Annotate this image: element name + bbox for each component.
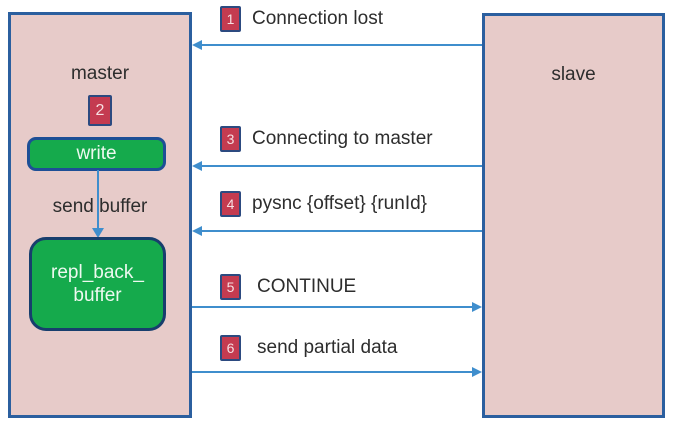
message-arrow-4-arrowhead-left-icon [192,226,202,236]
message-arrow-6-arrowhead-right-icon [472,367,482,377]
message-label-6: send partial data [257,337,398,358]
message-arrow-5-line [192,306,474,308]
step-badge-2: 2 [88,95,112,126]
message-row-5: 5 CONTINUE [220,274,356,300]
slave-node: slave [482,13,665,418]
message-arrow-5-arrowhead-right-icon [472,302,482,312]
write-node: write [27,137,166,171]
message-arrow-4-line [200,230,482,232]
message-arrow-6-line [192,371,474,373]
master-label: master [70,63,130,84]
message-arrow-1-arrowhead-left-icon [192,40,202,50]
step-badge-6: 6 [220,335,241,361]
message-arrow-3-line [200,165,482,167]
write-label: write [76,143,117,164]
step-badge-3: 3 [220,126,241,152]
repl-back-buffer-node: repl_back_ buffer [29,237,166,331]
message-label-5: CONTINUE [257,276,357,297]
message-row-3: 3 Connecting to master [220,126,433,152]
message-row-4: 4 pysnc {offset} {runId} [220,191,427,217]
message-label-1: Connection lost [252,8,383,29]
step-badge-5: 5 [220,274,241,300]
master-node: master 2 write send buffer repl_back_ bu… [8,12,192,418]
slave-label: slave [551,64,596,85]
message-row-1: 1 Connection lost [220,6,383,32]
send-buffer-arrow-line [97,170,99,230]
message-row-6: 6 send partial data [220,335,398,361]
step-badge-1: 1 [220,6,241,32]
message-arrow-3-arrowhead-left-icon [192,161,202,171]
step-badge-4: 4 [220,191,241,217]
message-label-4: pysnc {offset} {runId} [252,193,428,214]
repl-buffer-label-line1: repl_back_ [51,261,144,283]
message-label-3: Connecting to master [252,128,433,149]
message-arrow-1-line [200,44,482,46]
send-buffer-label: send buffer [52,196,148,217]
repl-buffer-label-line2: buffer [73,285,122,306]
send-buffer-arrowhead-down-icon [92,228,104,238]
